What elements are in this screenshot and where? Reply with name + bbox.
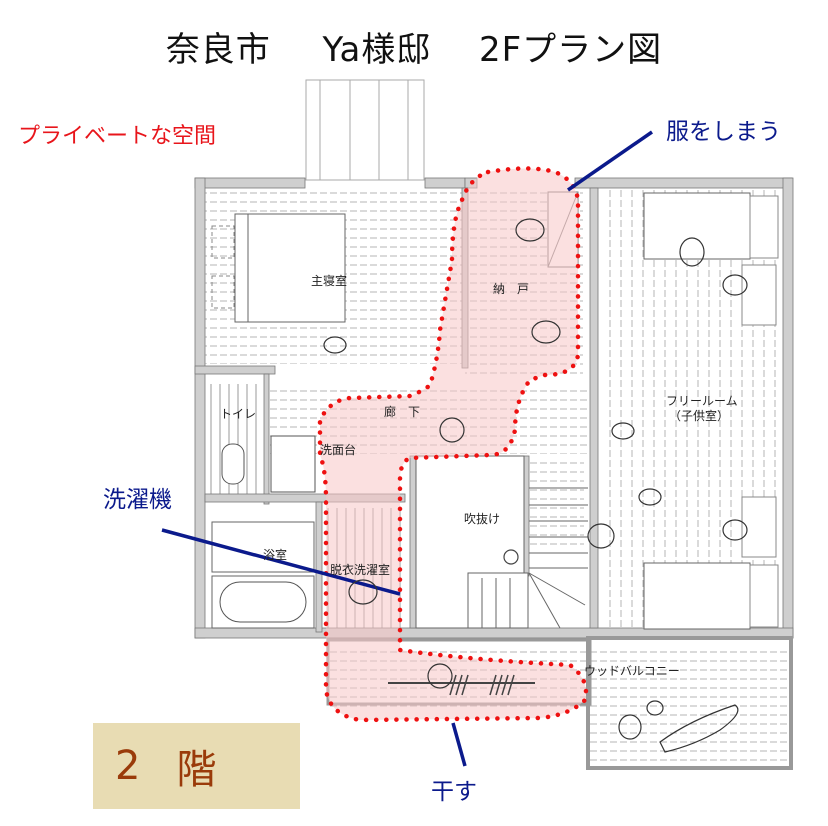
closet-callout-line [567,130,653,192]
room-label-hallway: 廊 下 [384,405,421,419]
room-label-master-bedroom: 主寝室 [311,274,348,288]
private-zone-label: プライベートな空間 [18,124,217,149]
room-label-dressing-laundry: 脱衣洗濯室 [330,563,391,577]
page-title: 奈良市 Ya様邸 2Fプラン図 [0,22,828,71]
floor-badge: 2 階 [93,723,300,809]
title-owner: Ya様邸 [322,30,432,70]
stairs [467,487,588,629]
floor-number: 2 [115,743,141,789]
top-deck [305,79,425,181]
washer-callout-line [161,528,401,596]
room-label-atrium: 吹抜け [464,512,501,526]
people-figures [323,218,748,753]
floor-label: 階 [176,747,217,793]
title-plan: 2Fプラン図 [478,30,663,70]
room-label-toilet: トイレ [220,407,257,421]
callout-washer: 洗濯機 [103,487,172,513]
room-label-free-room: フリールーム [666,394,738,408]
dry-callout-line [451,722,467,767]
callout-dry: 干す [431,779,477,805]
callout-closet: 服をしまう [666,119,781,145]
room-label-wood-balcony: ウッドバルコニー [584,664,680,678]
room-label-storage: 納 戸 [493,282,530,296]
room-label-bathroom: 浴室 [263,548,288,562]
room-label-washbasin: 洗面台 [320,443,357,457]
title-city: 奈良市 [165,30,271,70]
room-label-free-room-sub: （子供室） [669,409,730,423]
private-zone-highlight [317,166,589,723]
